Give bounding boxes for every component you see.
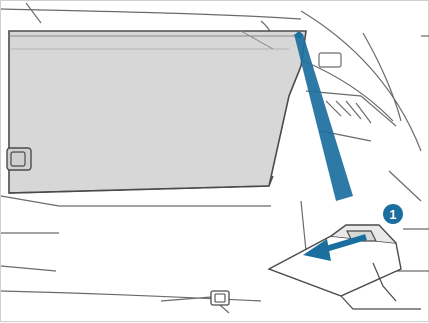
callout-badge: 1 (383, 204, 403, 224)
release-clip (269, 225, 421, 309)
floor-clip (211, 291, 229, 305)
cover-handle (7, 148, 31, 170)
guide-beam (294, 32, 353, 201)
cargo-cover-panel (9, 31, 306, 193)
callout-number: 1 (389, 207, 396, 222)
